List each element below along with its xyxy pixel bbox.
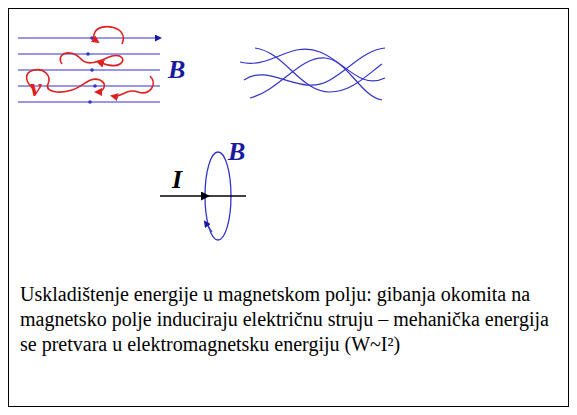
velocity-symbol: v xyxy=(30,74,42,102)
particle-paths xyxy=(27,27,154,97)
field-symbol: B xyxy=(168,56,185,84)
field-symbol: B xyxy=(228,138,245,166)
tangled-field-lines xyxy=(240,48,385,100)
slide-frame xyxy=(9,9,569,407)
explanation-text: Uskladištenje energije u magnetskom polj… xyxy=(20,282,558,357)
field-dots xyxy=(86,36,97,104)
current-symbol: I xyxy=(172,166,182,194)
field-lines xyxy=(18,38,160,102)
